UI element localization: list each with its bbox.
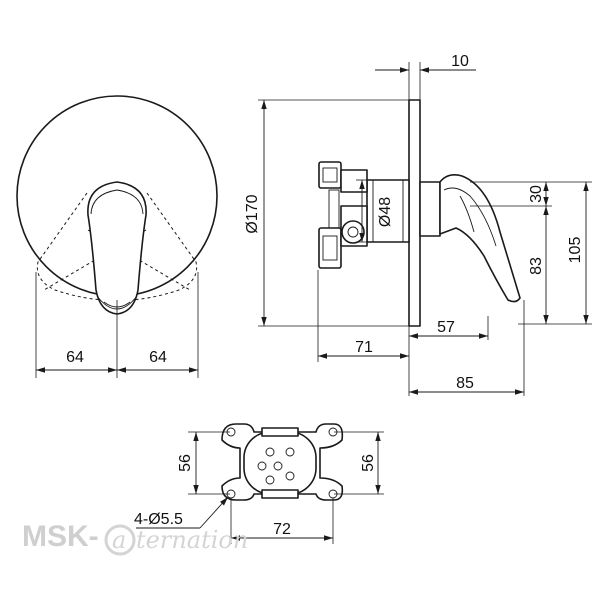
dim-total-height: 105 (567, 237, 584, 264)
side-view: 10 Ø170 Ø48 30 83 105 57 71 85 (244, 53, 592, 396)
front-view: 64 64 (16, 95, 218, 378)
dim-front-right: 64 (149, 349, 167, 366)
handle-swing-left (36, 192, 111, 301)
cover-plate-side (408, 99, 421, 327)
watermark-at-icon (104, 524, 136, 556)
handle-profile (439, 174, 521, 303)
dim-body-diameter: Ø48 (377, 197, 394, 227)
dim-body-depth: 71 (355, 339, 373, 356)
valve-body (366, 179, 410, 243)
dim-bracket-height-left: 56 (177, 454, 194, 472)
dim-front-left: 64 (66, 349, 84, 366)
dim-cover-thickness: 10 (451, 53, 469, 70)
watermark-brand: MSK- (22, 520, 99, 553)
dim-handle-height: 83 (528, 257, 545, 275)
connector-top (318, 161, 342, 189)
dim-handle-top: 30 (528, 185, 545, 203)
handle-base (419, 181, 441, 237)
lever-handle (87, 181, 147, 315)
dim-total-depth: 85 (456, 375, 474, 392)
svg-text:a: a (112, 526, 126, 554)
leader-line (199, 496, 229, 529)
dim-cover-diameter: Ø170 (244, 194, 261, 233)
watermark-script: ternation (136, 526, 248, 554)
dim-hole-spacing: 72 (273, 521, 291, 538)
watermark: MSK- a ternation (22, 520, 248, 556)
label-mounting-holes: 4-Ø5.5 (134, 511, 183, 528)
dim-handle-projection: 57 (437, 319, 455, 336)
handle-swing-right (123, 192, 198, 301)
outlet-port (341, 220, 365, 244)
dim-bracket-height-right: 56 (360, 454, 377, 472)
mounting-view: 56 56 72 4-Ø5.5 (134, 423, 384, 544)
connector-bottom (318, 227, 342, 269)
